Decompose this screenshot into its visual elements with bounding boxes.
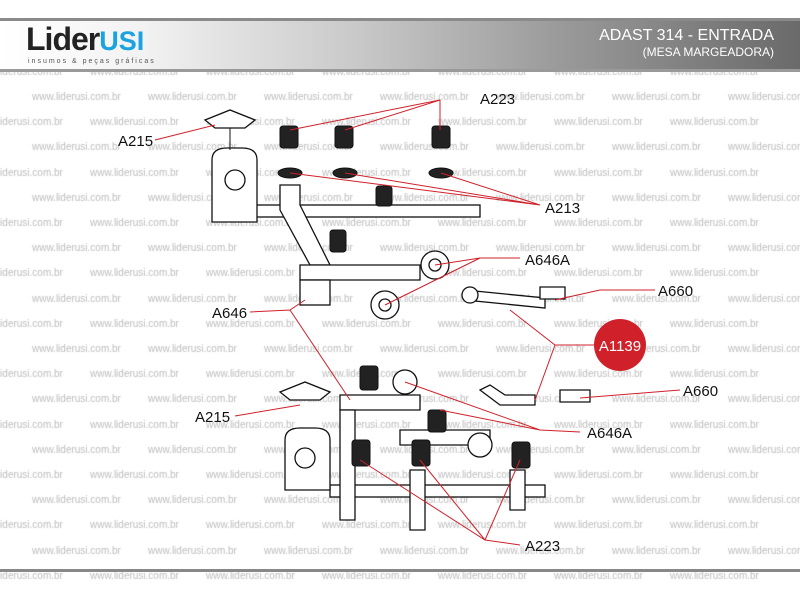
logo-main: Lider (26, 21, 100, 57)
lower-assembly (278, 365, 591, 531)
label-a213: A213 (545, 200, 580, 217)
liderusi-logo: LiderUSI insumos & peças gráficas (26, 22, 226, 70)
label-a215-top: A215 (118, 133, 153, 150)
label-a660-top: A660 (658, 283, 693, 300)
upper-assembly (203, 109, 566, 320)
label-a660-bottom: A660 (683, 383, 718, 400)
label-a1139: A1139 (599, 338, 641, 355)
logo-accent: USI (99, 26, 145, 56)
label-a646: A646 (212, 305, 247, 322)
header-banner: LiderUSI insumos & peças gráficas ADAST … (0, 18, 800, 72)
label-a646a-bottom: A646A (587, 425, 632, 442)
label-a646a-top: A646A (525, 252, 570, 269)
page-subtitle: (MESA MARGEADORA) (642, 45, 774, 59)
leader-lines (154, 99, 681, 546)
label-a215-bottom: A215 (195, 409, 230, 426)
knob-icon (279, 125, 451, 149)
logo-tagline: insumos & peças gráficas (28, 58, 156, 65)
a1139-badge (594, 319, 646, 371)
label-a223-top: A223 (480, 91, 515, 108)
page-title: ADAST 314 - ENTRADA (599, 27, 774, 44)
label-a223-bottom: A223 (525, 538, 560, 555)
footer-divider (0, 569, 800, 572)
